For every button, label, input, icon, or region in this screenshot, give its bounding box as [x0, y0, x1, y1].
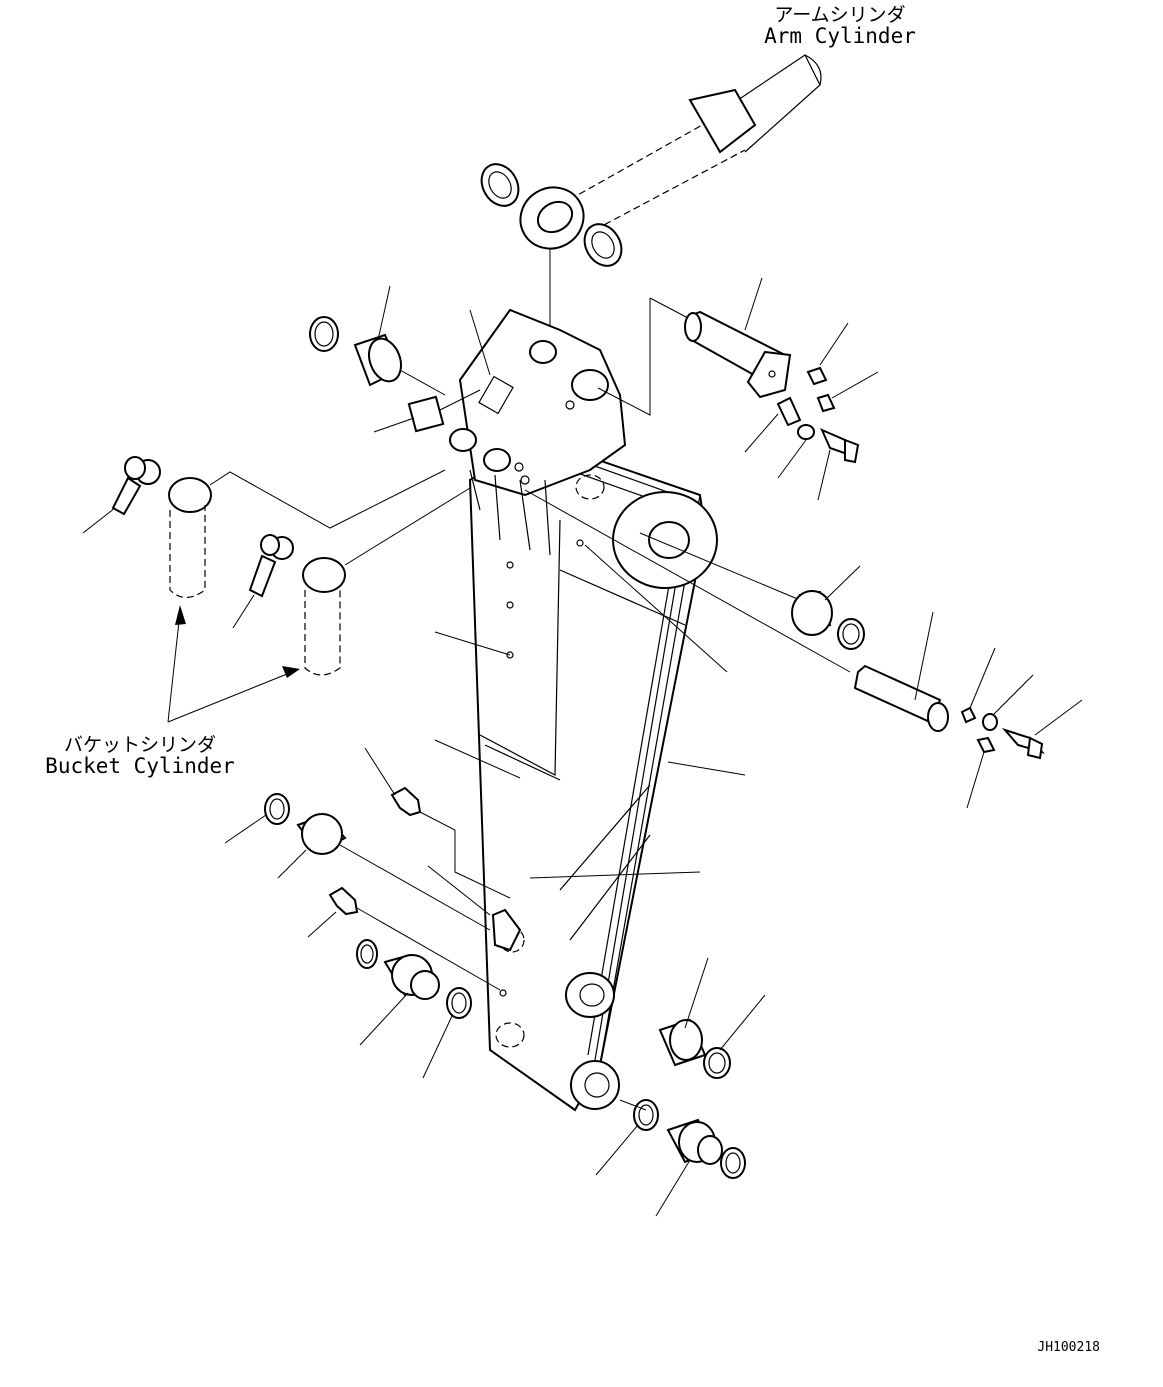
pin-top-right [597, 277, 879, 501]
bucket-cylinder-label-jp: バケットシリンダ [63, 734, 216, 756]
arm-cylinder-label-en: Arm Cylinder [764, 24, 916, 48]
bushing-flanged-lower-left [356, 939, 472, 1079]
drawing-code: JH100218 [1037, 1340, 1100, 1355]
bushing-bottom [595, 1099, 746, 1217]
arm-body [449, 308, 718, 1112]
bucket-cylinder-label-en: Bucket Cylinder [45, 754, 235, 778]
grease-fitting-lower [307, 886, 501, 991]
arm-cylinder-label-jp: アームシリンダ [774, 4, 906, 26]
leader-lines [427, 544, 746, 916]
bucket-cylinder-arrows [167, 605, 300, 723]
bushing-top-left [309, 285, 491, 433]
pin-mid-right [524, 489, 1083, 809]
grease-fitting-upper [364, 747, 511, 899]
bushing-lower-left [224, 793, 491, 931]
bushing-lower-right [658, 957, 766, 1079]
pin-set-left [82, 456, 294, 629]
arm-cylinder [480, 54, 822, 330]
bucket-cylinder-left [168, 469, 471, 676]
